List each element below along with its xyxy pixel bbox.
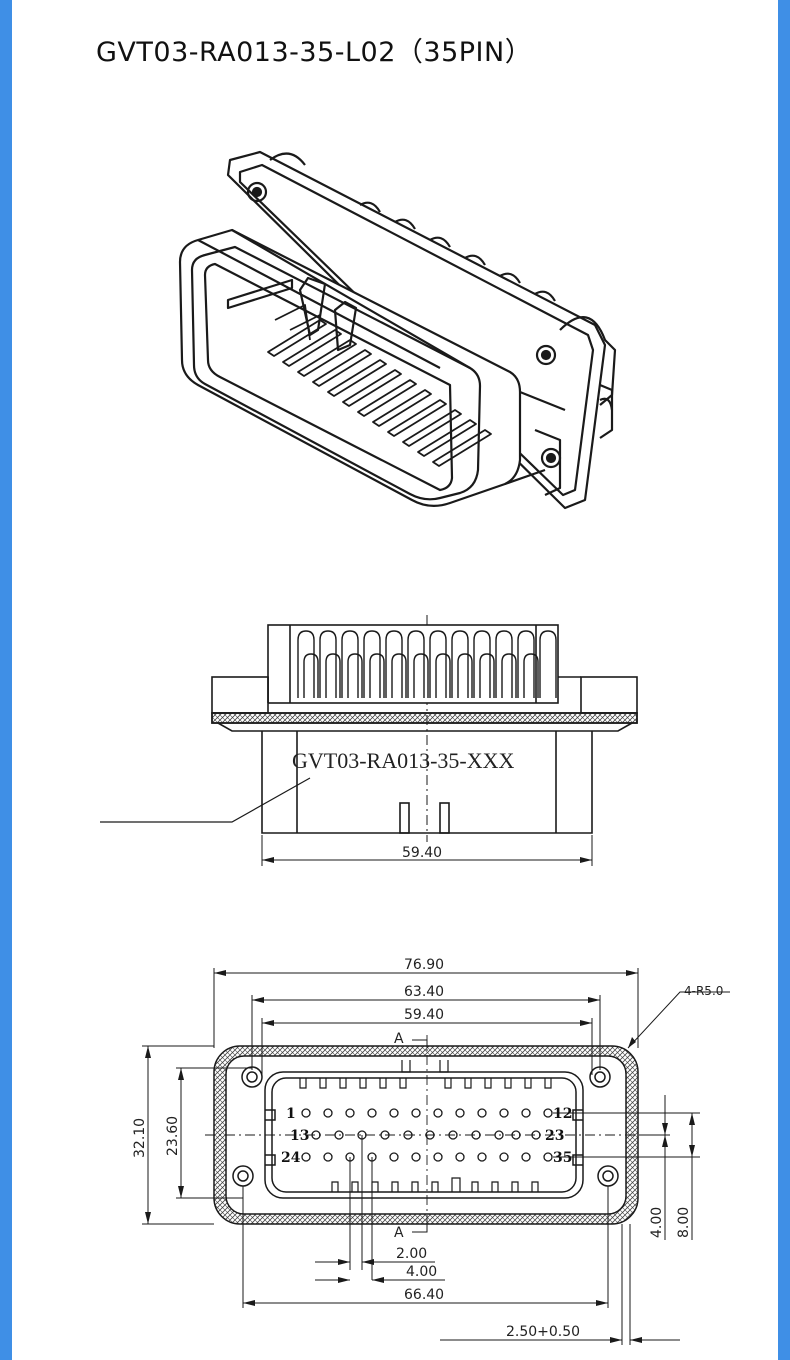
- dim-overall-height: 32.10: [132, 1118, 148, 1158]
- pin-label-23: 23: [545, 1128, 564, 1144]
- dim-side-width: 59.40: [402, 845, 442, 861]
- dim-mount-span: 63.40: [404, 984, 444, 1000]
- dim-pitch-2: 2.00: [396, 1246, 427, 1262]
- pin-label-35: 35: [553, 1150, 572, 1166]
- drawing-sheet: GVT03-RA013-35-L02（35PIN）: [12, 0, 778, 1360]
- section-label-bottom: A: [394, 1225, 404, 1241]
- dim-body-width: 59.40: [404, 1007, 444, 1023]
- dim-tolerance: 2.50+0.50: [506, 1324, 580, 1340]
- dim-right-8: 8.00: [676, 1207, 692, 1238]
- part-marking: GVT03-RA013-35-XXX: [292, 748, 515, 773]
- connector-front-view: 76.90 63.40 59.40 4-R5.0 A A 32.10 23.60…: [132, 957, 730, 1345]
- pin-label-24: 24: [281, 1150, 301, 1166]
- pin-label-13: 13: [290, 1128, 309, 1144]
- connector-side-view: GVT03-RA013-35-XXX 59.40: [100, 615, 638, 866]
- dim-radius: 4-R5.0: [684, 984, 723, 998]
- dim-mount-height: 23.60: [165, 1116, 181, 1156]
- dim-right-4: 4.00: [649, 1207, 665, 1238]
- dim-pitch-4: 4.00: [406, 1264, 437, 1280]
- dim-overall-width: 76.90: [404, 957, 444, 973]
- connector-3d-view: [178, 150, 617, 510]
- dim-bottom-width: 66.40: [404, 1287, 444, 1303]
- section-label-top: A: [394, 1031, 404, 1047]
- pin-label-1: 1: [286, 1106, 296, 1122]
- page-title: GVT03-RA013-35-L02（35PIN）: [96, 37, 533, 68]
- pin-label-12: 12: [553, 1106, 572, 1122]
